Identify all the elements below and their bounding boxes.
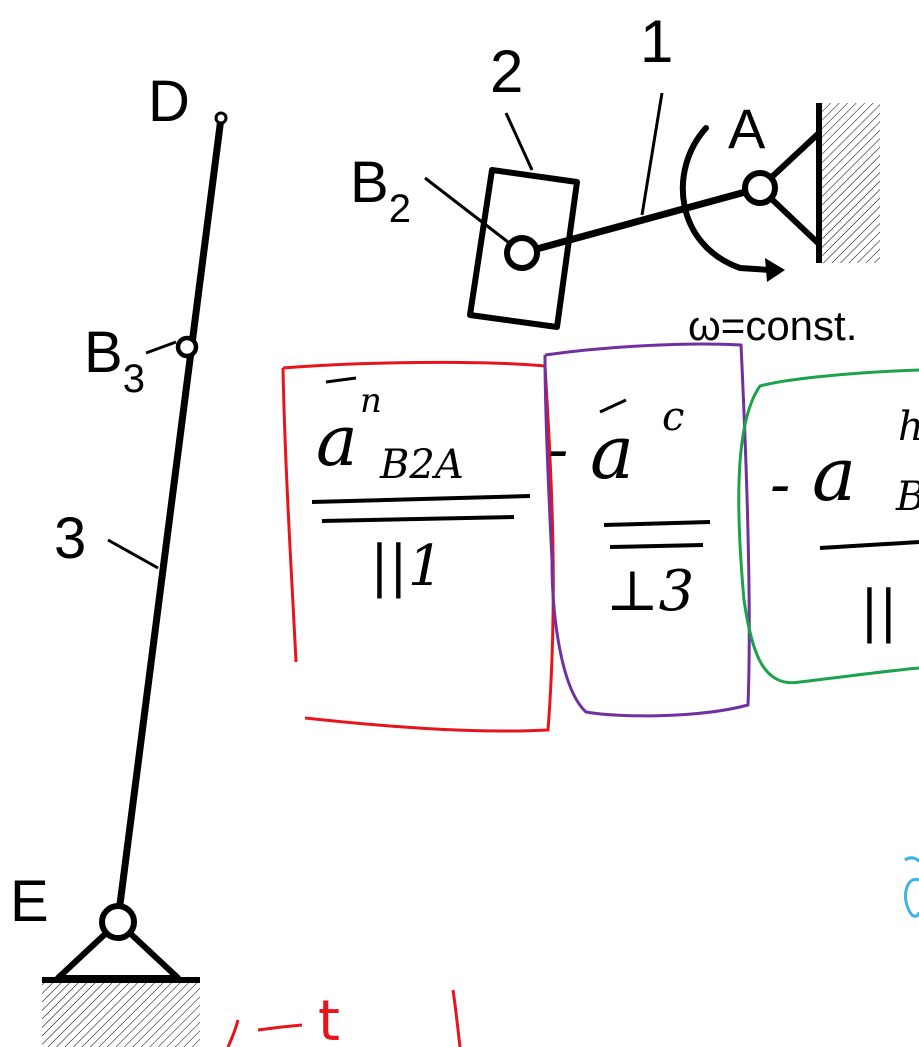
label-e: E <box>10 869 49 934</box>
blue-mark <box>904 856 919 918</box>
joint-a <box>742 170 778 206</box>
label-a: A <box>728 97 766 160</box>
omega-arrow <box>679 125 785 282</box>
label-link-3: 3 <box>54 506 86 571</box>
label-link-2: 2 <box>490 38 523 105</box>
svg-text:a: a <box>812 432 856 518</box>
svg-text:a: a <box>316 400 358 482</box>
label-b2: B2 <box>350 150 411 231</box>
minus-sign-2: - <box>770 450 790 520</box>
term-3: a h B || <box>812 404 919 644</box>
ground-support-e <box>42 903 200 1047</box>
red-term-box <box>281 360 555 733</box>
label-d: D <box>148 69 190 134</box>
svg-text:B: B <box>895 474 919 520</box>
b3-leader <box>145 340 177 355</box>
term-2: a c ⊥3 <box>590 394 711 624</box>
joint-d <box>214 111 228 125</box>
svg-text:||: || <box>860 579 898 644</box>
svg-text:t: t <box>318 989 340 1047</box>
svg-text:⊥3: ⊥3 <box>606 559 694 624</box>
red-scribble: t <box>226 989 462 1047</box>
label-link-1: 1 <box>640 8 673 75</box>
link2-leader <box>504 112 534 171</box>
joint-b3 <box>175 335 199 359</box>
link3-leader <box>107 538 159 570</box>
joint-b2 <box>504 235 540 271</box>
purple-term-box <box>543 342 751 718</box>
green-term-box <box>737 368 919 685</box>
slider-block-2 <box>467 167 580 330</box>
link-1 <box>518 184 764 257</box>
term-1: a n B2A ||1 <box>311 376 531 599</box>
svg-text:n: n <box>360 381 382 421</box>
svg-text:||1: ||1 <box>370 534 443 599</box>
ground-support-a <box>757 103 880 263</box>
minus-sign-1: - <box>548 415 568 485</box>
svg-text:c: c <box>662 394 684 440</box>
link-3 <box>114 114 225 924</box>
svg-text:B2A: B2A <box>379 442 464 488</box>
label-omega: ω=const. <box>688 302 857 349</box>
b2-leader <box>424 176 509 244</box>
label-b3: B3 <box>84 320 145 401</box>
svg-text:h: h <box>898 404 919 450</box>
link1-leader <box>640 92 664 216</box>
svg-text:a: a <box>590 410 634 496</box>
